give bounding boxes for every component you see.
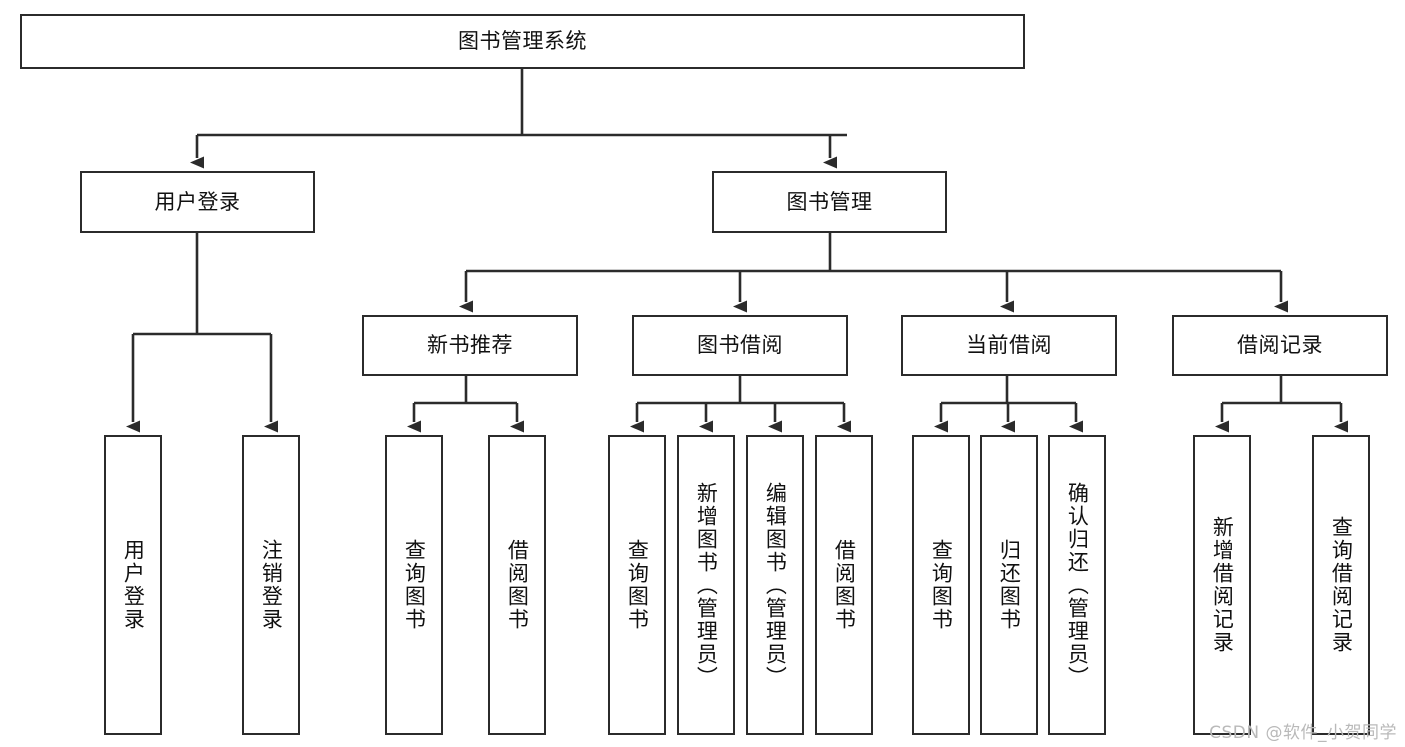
node-leaf-query-book-3[interactable]: 查询图书 <box>912 435 970 735</box>
node-leaf-borrow-book-1[interactable]: 借阅图书 <box>488 435 546 735</box>
node-leaf-return-book[interactable]: 归还图书 <box>980 435 1038 735</box>
node-leaf-query-book-1[interactable]: 查询图书 <box>385 435 443 735</box>
node-leaf-add-record[interactable]: 新增借阅记录 <box>1193 435 1251 735</box>
node-leaf-logout[interactable]: 注销登录 <box>242 435 300 735</box>
node-borrow-record[interactable]: 借阅记录 <box>1172 315 1388 376</box>
node-leaf-query-book-1-label: 查询图书 <box>402 539 427 631</box>
node-leaf-add-record-label: 新增借阅记录 <box>1210 516 1235 654</box>
node-leaf-return-book-label: 归还图书 <box>997 539 1022 631</box>
node-leaf-query-record-label: 查询借阅记录 <box>1329 516 1354 654</box>
node-user-login[interactable]: 用户登录 <box>80 171 315 233</box>
node-book-borrow[interactable]: 图书借阅 <box>632 315 848 376</box>
node-leaf-user-login-label: 用户登录 <box>121 539 146 631</box>
watermark: CSDN @软件_小贺同学 <box>1209 723 1397 743</box>
node-leaf-add-book-label: 新增图书（管理员） <box>694 481 719 689</box>
node-new-book-recommend[interactable]: 新书推荐 <box>362 315 578 376</box>
node-leaf-confirm-return[interactable]: 确认归还（管理员） <box>1048 435 1106 735</box>
node-leaf-query-book-2[interactable]: 查询图书 <box>608 435 666 735</box>
node-root[interactable]: 图书管理系统 <box>20 14 1025 69</box>
node-current-borrow[interactable]: 当前借阅 <box>901 315 1117 376</box>
node-root-label: 图书管理系统 <box>458 29 587 54</box>
node-book-borrow-label: 图书借阅 <box>697 333 783 358</box>
node-leaf-confirm-return-label: 确认归还（管理员） <box>1065 481 1090 689</box>
node-leaf-query-book-2-label: 查询图书 <box>625 539 650 631</box>
node-book-manage[interactable]: 图书管理 <box>712 171 947 233</box>
node-current-borrow-label: 当前借阅 <box>966 333 1052 358</box>
node-leaf-query-record[interactable]: 查询借阅记录 <box>1312 435 1370 735</box>
node-leaf-borrow-book-1-label: 借阅图书 <box>505 539 530 631</box>
node-leaf-edit-book[interactable]: 编辑图书（管理员） <box>746 435 804 735</box>
node-leaf-borrow-book-2[interactable]: 借阅图书 <box>815 435 873 735</box>
node-user-login-label: 用户登录 <box>154 189 241 214</box>
node-borrow-record-label: 借阅记录 <box>1237 333 1323 358</box>
node-leaf-borrow-book-2-label: 借阅图书 <box>832 539 857 631</box>
node-leaf-add-book[interactable]: 新增图书（管理员） <box>677 435 735 735</box>
node-leaf-logout-label: 注销登录 <box>259 539 284 631</box>
node-leaf-query-book-3-label: 查询图书 <box>929 539 954 631</box>
node-book-manage-label: 图书管理 <box>786 189 873 214</box>
node-leaf-edit-book-label: 编辑图书（管理员） <box>763 481 788 689</box>
node-new-book-recommend-label: 新书推荐 <box>427 333 513 358</box>
node-leaf-user-login[interactable]: 用户登录 <box>104 435 162 735</box>
